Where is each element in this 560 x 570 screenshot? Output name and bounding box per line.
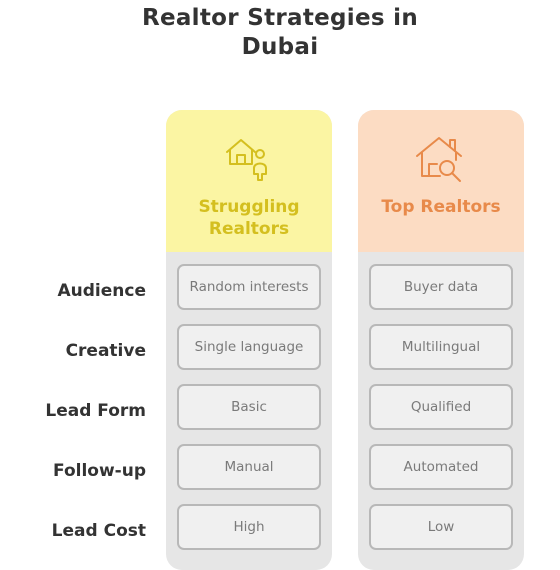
cell-top-follow-up: Automated [369,444,513,490]
row-label-audience: Audience [57,281,147,301]
column-title-struggling-line-1: Struggling [198,197,300,217]
cell-struggling-follow-up: Manual [177,444,321,490]
column-struggling-realtors: Struggling Realtors Random interests Sin… [166,110,332,570]
cell-struggling-audience: Random interests [177,264,321,310]
column-title-top-line-1: Top Realtors [381,197,501,217]
cell-top-lead-form: Qualified [369,384,513,430]
cell-struggling-lead-form: Basic [177,384,321,430]
column-title-top: Top Realtors [358,196,524,218]
column-top-realtors: Top Realtors Buyer data Multilingual Qua… [358,110,524,570]
row-label-lead-form: Lead Form [45,401,146,421]
row-label-follow-up: Follow-up [53,461,146,481]
house-person-icon [226,139,267,181]
row-label-creative: Creative [65,341,146,361]
column-header-struggling: Struggling Realtors [166,110,332,252]
cell-struggling-creative: Single language [177,324,321,370]
row-label-lead-cost: Lead Cost [51,521,146,541]
cell-top-creative: Multilingual [369,324,513,370]
diagram-title: Realtor Strategies in Dubai [0,4,560,62]
cell-top-audience: Buyer data [369,264,513,310]
cell-top-lead-cost: Low [369,504,513,550]
cell-struggling-lead-cost: High [177,504,321,550]
column-title-struggling-line-2: Realtors [208,219,290,239]
house-magnifier-icon [416,137,462,182]
diagram-title-line-1: Realtor Strategies in [141,5,419,31]
column-title-struggling: Struggling Realtors [166,196,332,240]
diagram-title-line-2: Dubai [241,34,319,60]
column-header-top: Top Realtors [358,110,524,252]
